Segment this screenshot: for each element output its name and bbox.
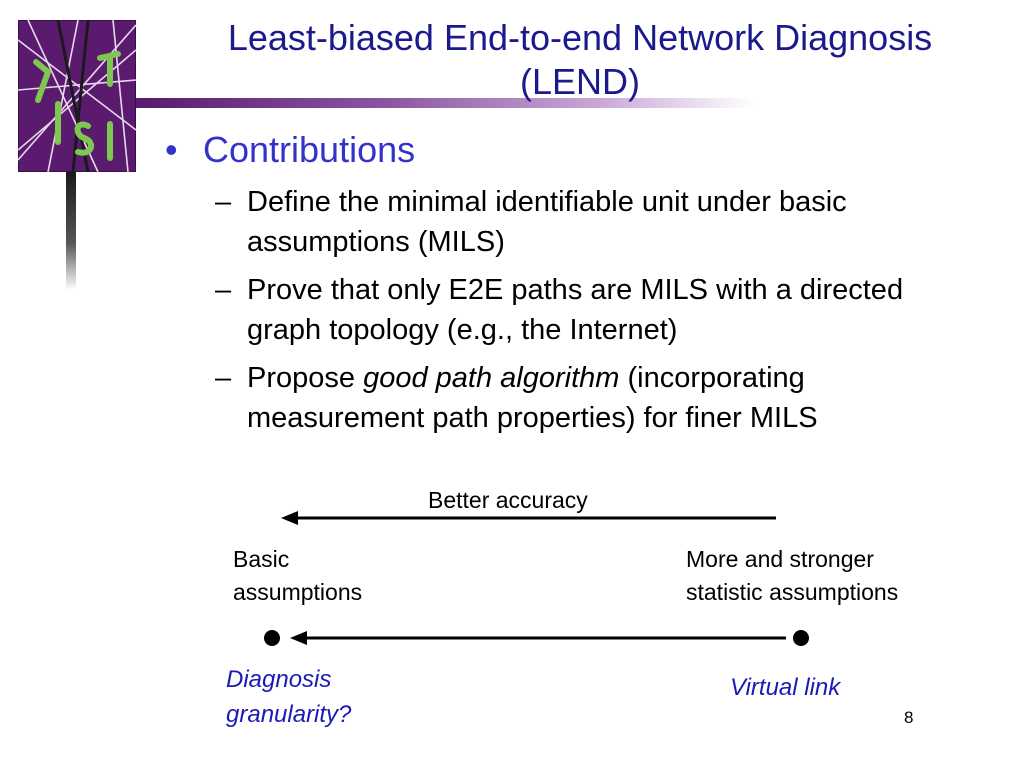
- diagnosis-granularity-line2: granularity?: [226, 701, 352, 728]
- dash-mark: –: [215, 186, 232, 218]
- left-endpoint-dot: [264, 630, 280, 646]
- basic-assumptions-line2: assumptions: [233, 579, 363, 605]
- virtual-link-label: Virtual link: [730, 674, 841, 701]
- sub-bullet-2: – Prove that only E2E paths are MILS wit…: [165, 270, 985, 350]
- page-number: 8: [904, 708, 914, 727]
- lis-logo-icon: [18, 20, 136, 172]
- bullet-heading: • Contributions: [165, 126, 985, 174]
- diagnosis-granularity-line1: Diagnosis: [226, 666, 332, 693]
- slide-title-line2: (LEND): [519, 61, 640, 102]
- dash-mark: –: [215, 274, 232, 306]
- slide-title: Least-biased End-to-end Network Diagnosi…: [140, 16, 1020, 104]
- sub-bullet-3-text-before: Propose: [247, 362, 364, 394]
- right-endpoint-dot: [793, 630, 809, 646]
- sub-bullet-1-text: Define the minimal identifiable unit und…: [247, 186, 847, 258]
- basic-assumptions-line1: Basic: [233, 546, 290, 572]
- diagnosis-granularity-label: Diagnosis granularity?: [226, 662, 351, 732]
- stronger-assumptions-line2: statistic assumptions: [686, 579, 899, 605]
- sub-bullet-3-text-after: (incorporating measurement path properti…: [247, 362, 818, 434]
- sub-bullet-1: – Define the minimal identifiable unit u…: [165, 182, 985, 262]
- bullet-heading-text: Contributions: [203, 129, 416, 170]
- sub-bullet-2-text: Prove that only E2E paths are MILS with …: [247, 274, 904, 346]
- granularity-axis-arrow-head: [290, 631, 307, 645]
- basic-assumptions-label: Basic assumptions: [233, 543, 362, 609]
- stronger-assumptions-line1: More and stronger: [686, 546, 874, 572]
- bullet-list: • Contributions – Define the minimal ide…: [165, 126, 985, 438]
- logo-stem-decoration: [66, 172, 76, 290]
- title-underline-bar: [136, 98, 756, 108]
- stronger-assumptions-label: More and stronger statistic assumptions: [686, 543, 898, 609]
- sub-bullet-3: – Propose good path algorithm (incorpora…: [165, 358, 985, 438]
- dash-mark: –: [215, 362, 232, 394]
- sub-bullet-3-emphasis: good path algorithm: [363, 362, 620, 394]
- bullet-mark: •: [165, 129, 178, 170]
- slide-title-line1: Least-biased End-to-end Network Diagnosi…: [227, 17, 933, 58]
- better-accuracy-label: Better accuracy: [428, 487, 588, 513]
- accuracy-arrow-head: [281, 511, 298, 525]
